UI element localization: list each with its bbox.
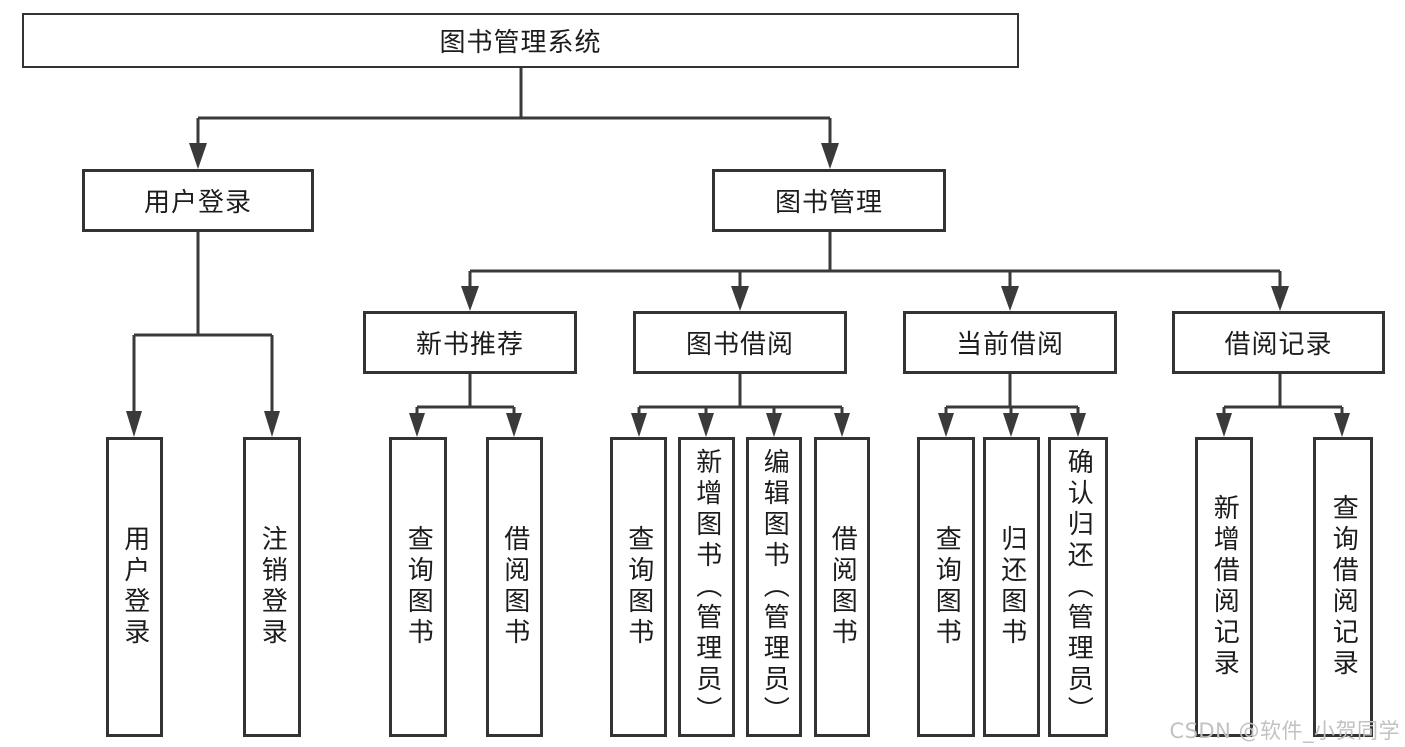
node-edit-books-admin-label: 编辑图书（管理员） — [759, 447, 790, 727]
node-book-borrowing-label: 图书借阅 — [685, 330, 794, 360]
csdn-watermark: CSDN @软件_小贺同学 — [1169, 719, 1400, 743]
node-user-login-leaf: 用户登录 — [106, 437, 163, 737]
node-user-login: 用户登录 — [82, 169, 314, 232]
node-query-borrow-record-label: 查询借阅记录 — [1328, 494, 1359, 680]
node-logout: 注销登录 — [243, 437, 301, 737]
node-query-books-recommendation: 查询图书 — [389, 437, 447, 737]
node-add-borrow-record: 新增借阅记录 — [1195, 437, 1253, 737]
node-add-books-admin-label: 新增图书（管理员） — [691, 447, 722, 727]
node-library-management-system: 图书管理系统 — [22, 13, 1019, 68]
node-add-books-admin: 新增图书（管理员） — [678, 437, 735, 737]
node-add-borrow-record-label: 新增借阅记录 — [1209, 494, 1240, 680]
node-return-books-label: 归还图书 — [996, 525, 1027, 649]
node-book-management-label: 图书管理 — [774, 188, 883, 218]
node-new-book-recommendation-label: 新书推荐 — [415, 330, 524, 360]
node-book-borrowing: 图书借阅 — [633, 311, 847, 374]
node-query-borrow-record: 查询借阅记录 — [1313, 437, 1373, 737]
node-borrow-books-borrowing-label: 借阅图书 — [827, 525, 858, 649]
node-query-books-current: 查询图书 — [917, 437, 975, 737]
node-borrowing-records: 借阅记录 — [1172, 311, 1385, 374]
node-current-borrowing: 当前借阅 — [903, 311, 1117, 374]
node-query-books-current-label: 查询图书 — [931, 525, 962, 649]
node-query-books-recommendation-label: 查询图书 — [403, 525, 434, 649]
node-confirm-return-admin-label: 确认归还（管理员） — [1063, 447, 1094, 727]
node-borrow-books-recommendation: 借阅图书 — [486, 437, 543, 737]
node-borrow-books-recommendation-label: 借阅图书 — [499, 525, 530, 649]
node-confirm-return-admin: 确认归还（管理员） — [1048, 437, 1108, 737]
node-new-book-recommendation: 新书推荐 — [363, 311, 577, 374]
node-library-management-system-label: 图书管理系统 — [439, 28, 602, 58]
node-book-management: 图书管理 — [712, 169, 946, 232]
node-current-borrowing-label: 当前借阅 — [955, 330, 1064, 360]
node-borrowing-records-label: 借阅记录 — [1224, 330, 1333, 360]
node-user-login-leaf-label: 用户登录 — [119, 525, 150, 649]
node-user-login-label: 用户登录 — [143, 188, 252, 218]
node-borrow-books-borrowing: 借阅图书 — [814, 437, 870, 737]
node-edit-books-admin: 编辑图书（管理员） — [746, 437, 802, 737]
arrowheads — [126, 143, 1350, 437]
node-return-books: 归还图书 — [983, 437, 1040, 737]
node-logout-label: 注销登录 — [257, 525, 288, 649]
node-query-books-borrowing: 查询图书 — [610, 437, 667, 737]
node-query-books-borrowing-label: 查询图书 — [623, 525, 654, 649]
